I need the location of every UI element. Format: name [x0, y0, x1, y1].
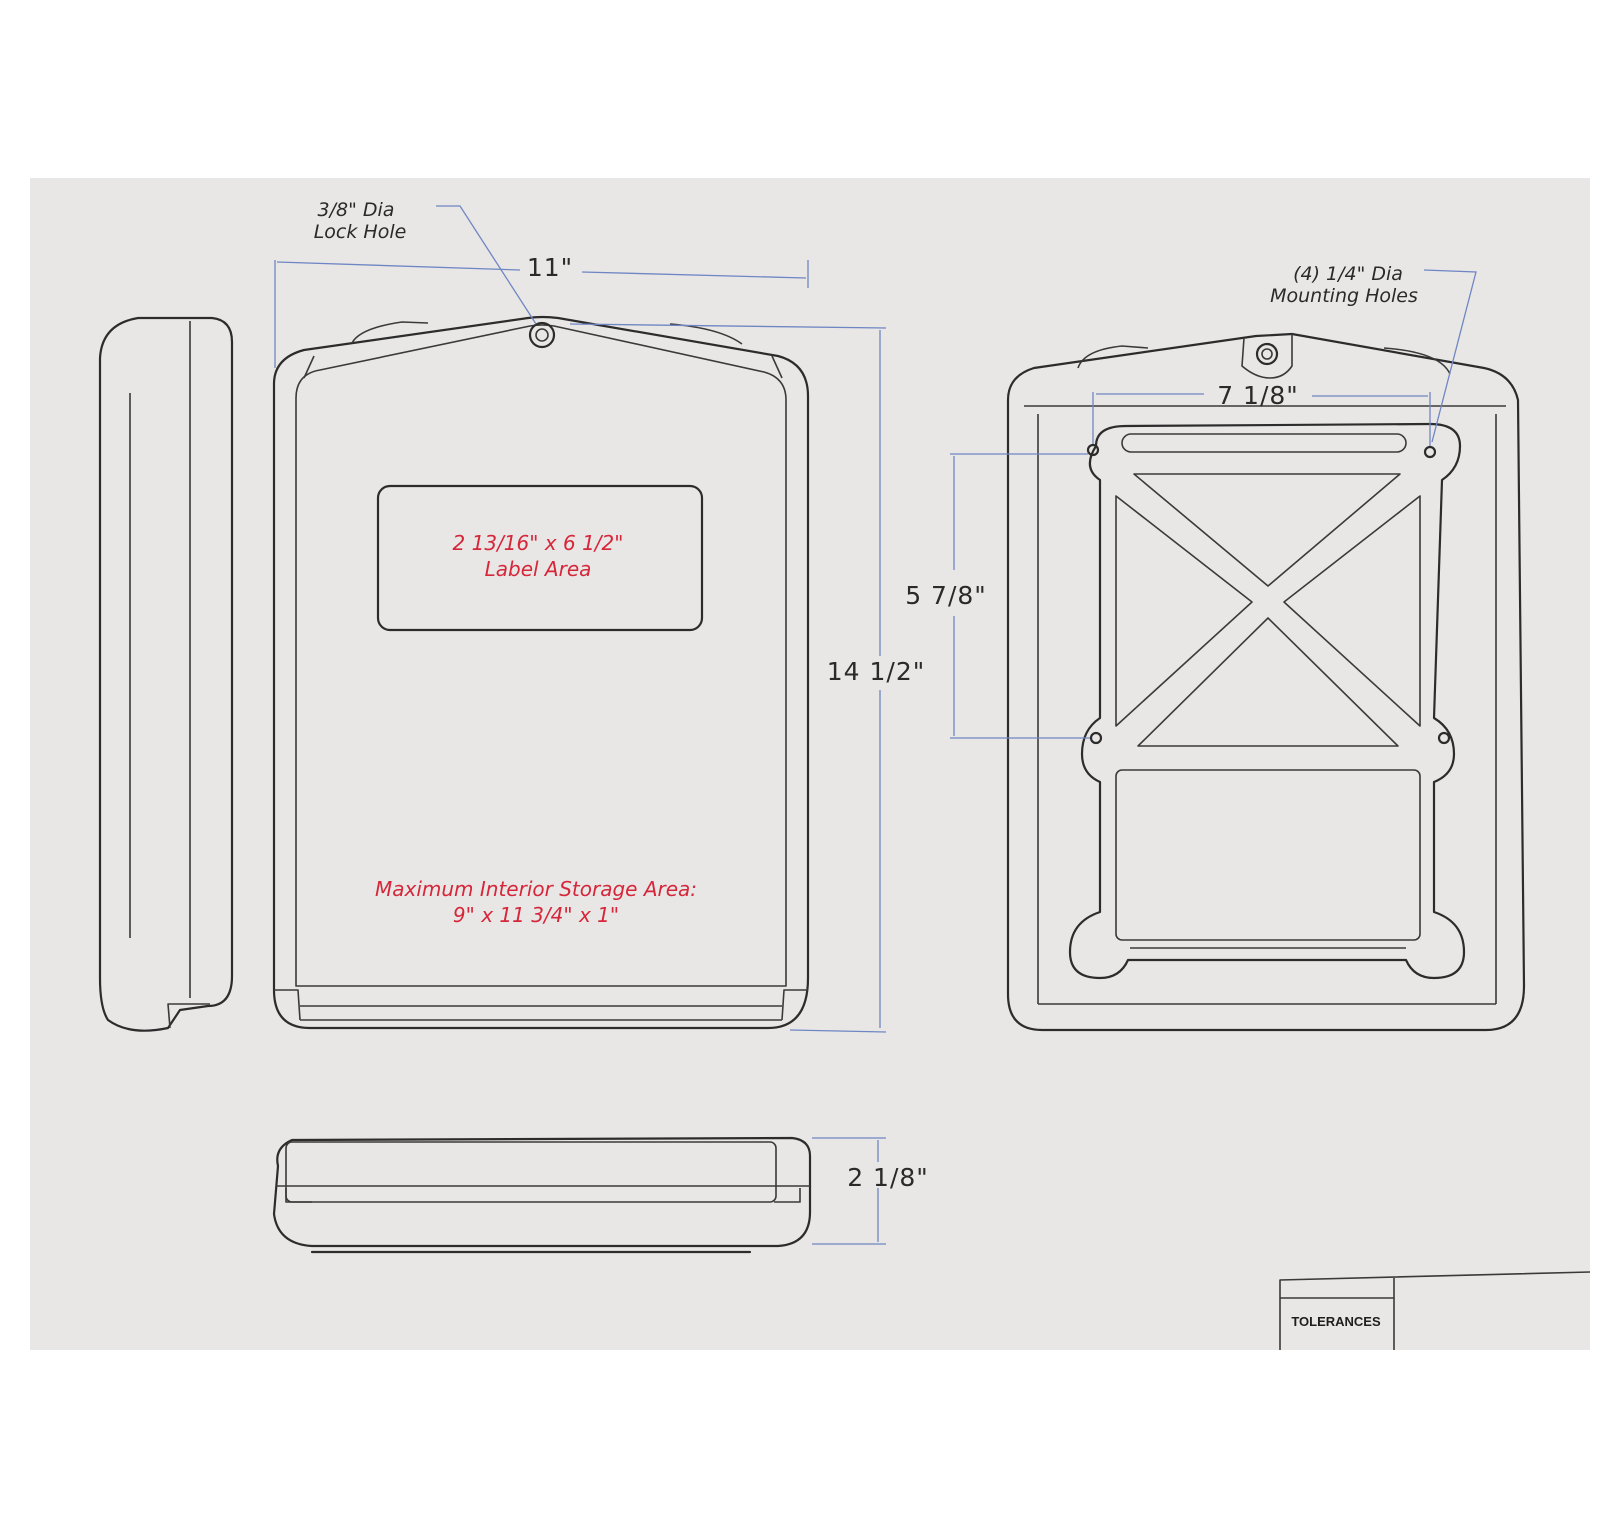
drawing-sheet: 2 13/16" x 6 1/2" Label Area Maximum Int…: [30, 178, 1590, 1350]
width-dimension: 11": [527, 253, 573, 282]
label-area-title: Label Area: [485, 557, 592, 581]
mounting-hole-icon: [1437, 731, 1451, 745]
mounting-hole-icon: [1423, 445, 1437, 459]
front-view: 2 13/16" x 6 1/2" Label Area Maximum Int…: [272, 315, 810, 1030]
vertical-hole-spacing: 5 7/8": [905, 581, 987, 610]
side-view: [98, 316, 234, 1032]
depth-dimension: 2 1/8": [847, 1163, 929, 1192]
horizontal-hole-spacing: 7 1/8": [1217, 381, 1299, 410]
lock-hole-diameter: 3/8" Dia: [318, 199, 395, 221]
mounting-holes-label: Mounting Holes: [1270, 285, 1418, 307]
mounting-holes-diameter: (4) 1/4" Dia: [1293, 263, 1403, 285]
mounting-hole-icon: [1086, 443, 1100, 457]
mounting-hole-icon: [1089, 731, 1103, 745]
label-area-size: 2 13/16" x 6 1/2": [453, 531, 624, 555]
storage-area-size: 9" x 11 3/4" x 1": [453, 903, 619, 927]
storage-area-title: Maximum Interior Storage Area:: [375, 877, 697, 901]
lock-hole-icon: [528, 321, 556, 349]
technical-drawing: 2 13/16" x 6 1/2" Label Area Maximum Int…: [98, 199, 1590, 1350]
lock-hole-label: Lock Hole: [314, 221, 407, 243]
height-dimension: 14 1/2": [827, 657, 926, 686]
label-area: [376, 484, 704, 632]
tolerances-label: TOLERANCES: [1291, 1314, 1381, 1329]
bottom-view: [272, 1136, 812, 1254]
title-block: TOLERANCES: [1279, 1271, 1590, 1350]
rear-lock-hole-icon: [1255, 342, 1279, 366]
dimension-lines: [274, 205, 1477, 1245]
rear-view: [1006, 332, 1526, 1032]
